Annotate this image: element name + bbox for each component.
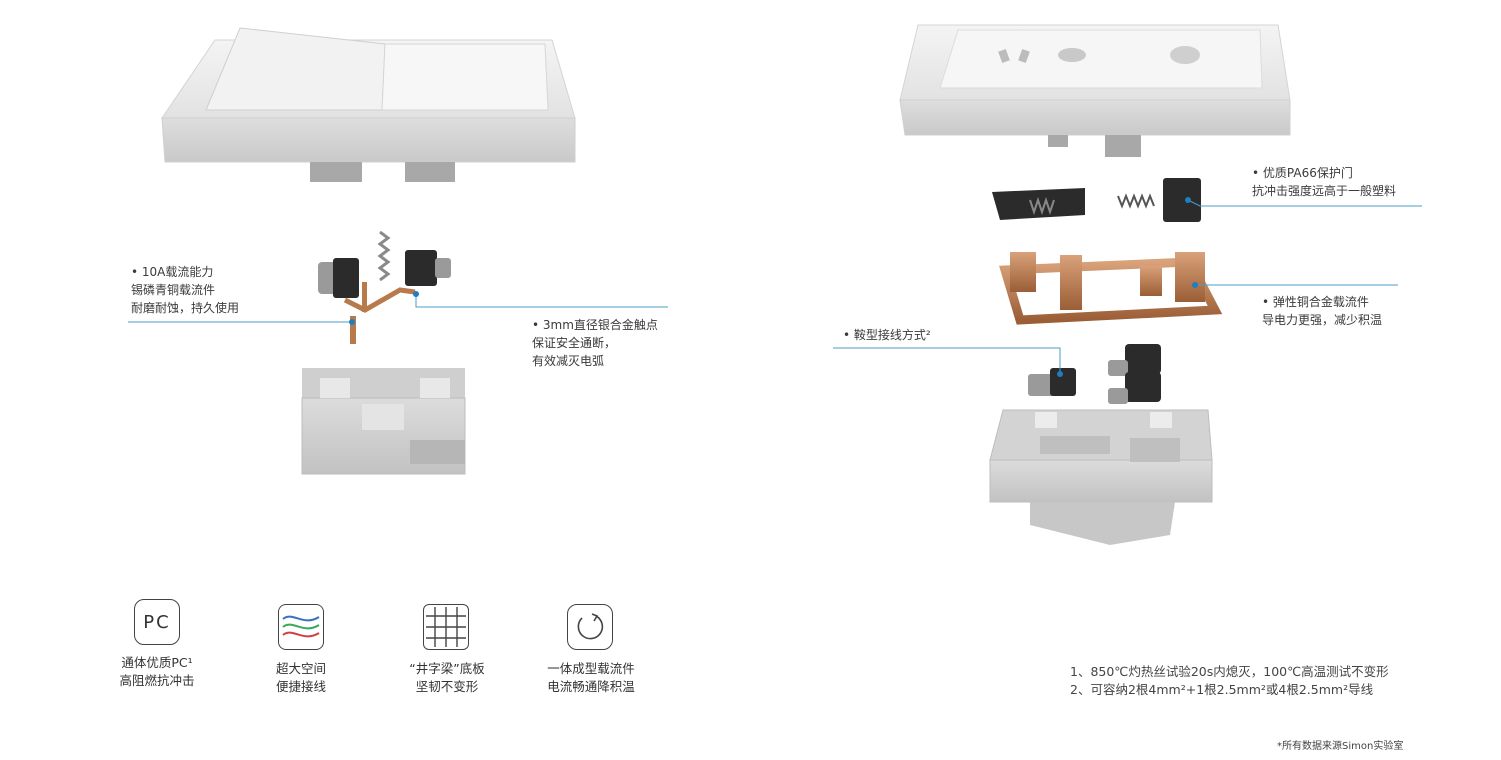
switch-base — [301, 368, 466, 475]
callout-current-capacity: • 10A载流能力 锡磷青铜载流件 耐磨耐蚀，持久使用 — [131, 263, 239, 317]
pc-icon-text: PC — [143, 611, 171, 633]
callout-line: • 10A载流能力 — [131, 265, 214, 279]
socket-panel — [899, 24, 1291, 157]
pc-icon: PC — [134, 599, 180, 645]
callout-dots — [349, 197, 1198, 377]
source-note: *所有数据来源Simon实验室 — [1277, 741, 1404, 752]
feature-pc-label: 通体优质PC¹ 高阻燃抗冲击 — [77, 654, 237, 690]
callout-lines — [128, 199, 1422, 374]
footnotes: 1、850℃灼热丝试验20s内熄灭，100℃高温测试不变形 2、可容纳2根4mm… — [1070, 663, 1389, 699]
socket-screws — [1028, 344, 1161, 404]
callout-line: • 鞍型接线方式² — [843, 328, 931, 342]
callout-line: 耐磨耐蚀，持久使用 — [131, 301, 240, 315]
feature-line: 高阻燃抗冲击 — [119, 673, 195, 688]
feature-line: 便捷接线 — [275, 679, 326, 694]
socket-base — [989, 409, 1213, 545]
circular-arrow-icon — [567, 604, 613, 650]
callout-line: 抗冲击强度远高于一般塑料 — [1252, 184, 1397, 198]
wires-icon — [278, 604, 324, 650]
callout-pa66-door: • 优质PA66保护门 抗冲击强度远高于一般塑料 — [1252, 164, 1396, 200]
callout-silver-contact: • 3mm直径银合金触点 保证安全通断， 有效减灭电弧 — [532, 316, 658, 370]
callout-line: 锡磷青铜载流件 — [131, 283, 216, 297]
callout-line: • 优质PA66保护门 — [1252, 166, 1353, 180]
feature-grid-label: “井字梁”底板 坚韧不变形 — [367, 660, 527, 696]
feature-line: 通体优质PC¹ — [121, 655, 193, 670]
socket-copper-frame — [999, 252, 1223, 325]
feature-line: 电流畅通降积温 — [547, 679, 635, 694]
grid-icon — [423, 604, 469, 650]
switch-panel — [161, 27, 576, 182]
feature-line: 一体成型载流件 — [547, 661, 635, 676]
feature-line: 坚韧不变形 — [415, 679, 479, 694]
callout-line: 导电力更强，减少积温 — [1262, 313, 1383, 327]
feature-integrated-label: 一体成型载流件 电流畅通降积温 — [511, 660, 671, 696]
socket-shutter — [992, 178, 1201, 222]
callout-copper-alloy: • 弹性铜合金载流件 导电力更强，减少积温 — [1262, 293, 1382, 329]
feature-line: “井字梁”底板 — [409, 661, 485, 676]
feature-space-label: 超大空间 便捷接线 — [221, 660, 381, 696]
footnote-2: 2、可容纳2根4mm²+1根2.5mm²或4根2.5mm²导线 — [1070, 682, 1374, 697]
callout-saddle-wiring: • 鞍型接线方式² — [843, 326, 931, 344]
callout-line: 保证安全通断， — [532, 336, 617, 350]
callout-line: • 弹性铜合金载流件 — [1262, 295, 1369, 309]
callout-line: • 3mm直径银合金触点 — [532, 318, 658, 332]
switch-mechanism — [318, 230, 451, 344]
footnote-1: 1、850℃灼热丝试验20s内熄灭，100℃高温测试不变形 — [1070, 664, 1389, 679]
callout-line: 有效减灭电弧 — [532, 354, 605, 368]
feature-line: 超大空间 — [275, 661, 326, 676]
